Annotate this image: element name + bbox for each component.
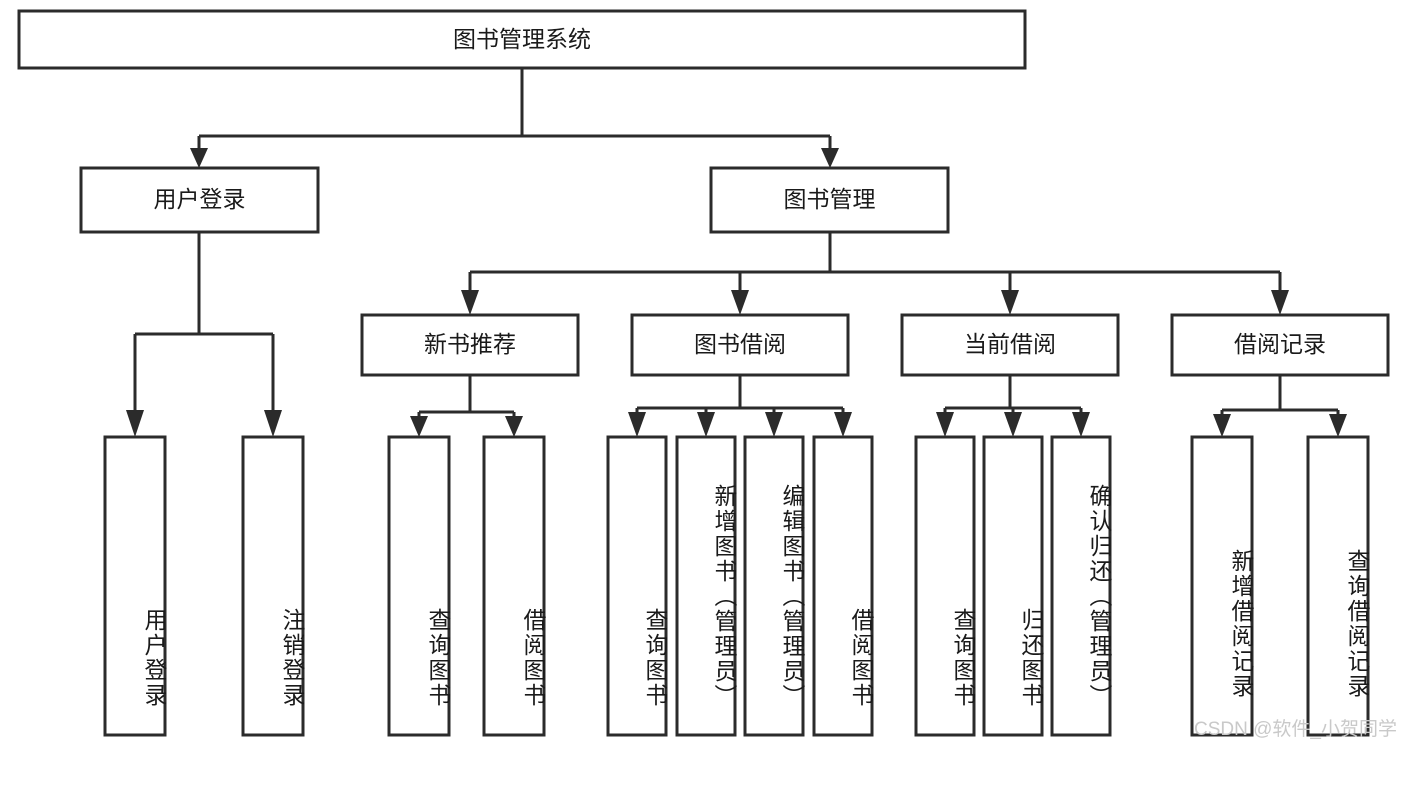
arrow-head-add-book xyxy=(697,412,715,437)
node-query-book-3[interactable] xyxy=(914,435,976,737)
arrow-head-book-borrow xyxy=(731,290,749,315)
node-group: 图书管理系统 用户登录 图书管理 新书推荐 图书借阅 当前借阅 借阅记录 xyxy=(17,9,1390,737)
connector-group xyxy=(126,68,1347,437)
arrow-head-userlogin xyxy=(190,148,208,168)
node-user-login-label: 用户登录 xyxy=(154,186,246,212)
arrow-head-bookmanage xyxy=(821,148,839,168)
node-borrow-record[interactable] xyxy=(1170,313,1390,377)
arrow-head-borrow-book-2 xyxy=(834,412,852,437)
arrow-head-borrow-record xyxy=(1271,290,1289,315)
arrow-head-query-book-1 xyxy=(410,416,428,437)
node-query-book-2[interactable] xyxy=(606,435,668,737)
arrow-head-query-book-2 xyxy=(628,412,646,437)
node-add-book[interactable] xyxy=(675,435,737,737)
arrow-head-confirm-return xyxy=(1072,412,1090,437)
node-root-label: 图书管理系统 xyxy=(453,26,591,52)
node-user-logout[interactable] xyxy=(241,435,305,737)
node-root[interactable] xyxy=(17,9,1027,70)
arrow-head-user-logout xyxy=(264,410,282,437)
arrow-head-query-book-3 xyxy=(936,412,954,437)
node-book-manage[interactable] xyxy=(709,166,950,234)
node-book-borrow[interactable] xyxy=(630,313,850,377)
node-borrow-book-2[interactable] xyxy=(812,435,874,737)
arrow-head-return-book xyxy=(1004,412,1022,437)
arrow-head-query-borrow-record xyxy=(1329,414,1347,437)
node-new-book-recommend[interactable] xyxy=(360,313,580,377)
arrow-head-new-book-recommend xyxy=(461,290,479,315)
flowchart-diagram: 图书管理系统 用户登录 图书管理 新书推荐 图书借阅 当前借阅 借阅记录 xyxy=(17,9,1397,740)
arrow-head-current-borrow xyxy=(1001,290,1019,315)
arrow-head-borrow-book-1 xyxy=(505,416,523,437)
node-current-borrow[interactable] xyxy=(900,313,1120,377)
node-user-login-do[interactable] xyxy=(103,435,167,737)
node-borrow-record-label: 借阅记录 xyxy=(1234,331,1326,357)
node-current-borrow-label: 当前借阅 xyxy=(964,331,1056,357)
node-edit-book[interactable] xyxy=(743,435,805,737)
node-book-manage-label: 图书管理 xyxy=(784,186,876,212)
node-borrow-book-1[interactable] xyxy=(482,435,546,737)
node-return-book[interactable] xyxy=(982,435,1044,737)
arrow-head-add-borrow-record xyxy=(1213,414,1231,437)
node-query-book-1[interactable] xyxy=(387,435,451,737)
arrow-head-user-login-do xyxy=(126,410,144,437)
arrow-head-edit-book xyxy=(765,412,783,437)
node-confirm-return[interactable] xyxy=(1050,435,1112,737)
node-add-borrow-record[interactable] xyxy=(1190,435,1254,737)
node-book-borrow-label: 图书借阅 xyxy=(694,331,786,357)
node-new-book-recommend-label: 新书推荐 xyxy=(424,331,516,357)
node-user-login[interactable] xyxy=(79,166,320,234)
node-query-borrow-record[interactable] xyxy=(1306,435,1370,737)
csdn-watermark: CSDN @软件_小贺同学 xyxy=(1194,719,1397,740)
diagram-canvas: 图书管理系统 用户登录 图书管理 新书推荐 图书借阅 当前借阅 借阅记录 xyxy=(17,9,1390,737)
